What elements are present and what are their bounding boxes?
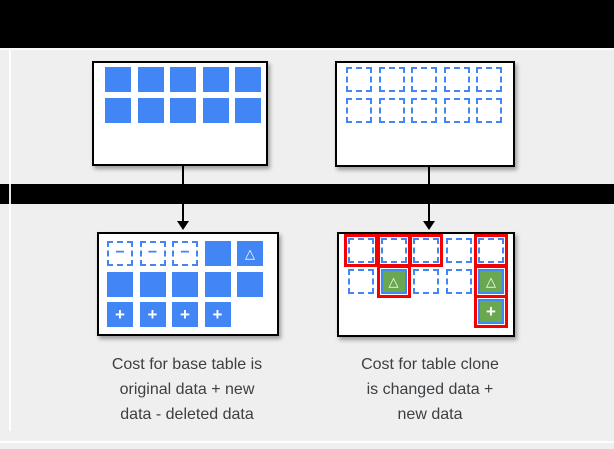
solid-data-block: +: [139, 302, 166, 327]
dashed-data-block: [378, 97, 405, 123]
green-data-block: +: [474, 295, 508, 328]
dashed-data-block: [344, 234, 378, 267]
plus-icon: +: [212, 305, 223, 324]
arrow-line: [182, 166, 184, 223]
dashed-data-block: [413, 268, 439, 294]
dashed-data-block: [476, 97, 502, 123]
frame-line-left: [9, 50, 11, 431]
dashed-data-block: [411, 97, 437, 123]
frame-line-bottom: [0, 441, 614, 443]
solid-data-block: [137, 67, 164, 92]
dashed-data-block: [376, 234, 411, 267]
base-table-after-box: − − − △ + + + +: [97, 232, 279, 336]
top-redaction-bar: [0, 0, 614, 48]
dashed-data-block: −: [172, 241, 198, 266]
minus-icon: −: [147, 243, 158, 261]
dashed-data-block: [476, 67, 502, 92]
solid-data-block: [202, 67, 229, 92]
arrow-line: [428, 166, 430, 223]
delta-icon: △: [388, 273, 399, 289]
minus-icon: −: [180, 243, 190, 261]
dashed-data-block: [409, 234, 443, 267]
green-data-block: △: [474, 264, 508, 298]
base-table-cost-caption: Cost for base table is original data + n…: [111, 356, 263, 423]
frame-line-top: [0, 48, 614, 50]
table-clone-after-grid: △ △ +: [344, 234, 508, 328]
table-clone-down-arrow-icon: [423, 166, 435, 230]
dashed-data-block: [443, 97, 470, 123]
arrow-head: [177, 221, 189, 230]
solid-data-block: [170, 97, 196, 123]
solid-data-block: [105, 97, 131, 123]
table-clone-after-box: △ △ +: [337, 232, 515, 337]
dashed-data-block: [443, 67, 470, 92]
solid-data-block: △: [237, 241, 263, 266]
minus-icon: −: [115, 243, 125, 261]
dashed-data-block: [445, 238, 472, 263]
table-clone-cost-caption: Cost for table clone is changed data + n…: [361, 356, 499, 423]
solid-data-block: [139, 271, 166, 297]
table-clone-before-grid: [346, 67, 502, 123]
plus-icon: +: [180, 305, 190, 324]
dashed-data-block: [378, 67, 405, 92]
solid-data-block: [235, 67, 261, 92]
delta-icon: △: [245, 246, 255, 261]
dashed-data-block: [346, 97, 372, 123]
base-table-before-grid: [105, 67, 261, 123]
table-clone-before-box: [335, 61, 515, 167]
solid-data-block: +: [172, 302, 198, 327]
solid-data-block: [170, 67, 196, 92]
dashed-data-block: [346, 67, 372, 92]
solid-data-block: +: [107, 302, 133, 327]
solid-data-block: [202, 97, 229, 123]
plus-icon: +: [147, 305, 158, 324]
solid-data-block: [237, 271, 263, 297]
base-table-down-arrow-icon: [177, 166, 189, 230]
solid-data-block: +: [204, 302, 231, 327]
solid-data-block: [235, 97, 261, 123]
base-table-after-grid: − − − △ + + + +: [107, 241, 263, 327]
arrow-head: [423, 221, 435, 230]
solid-data-block: [172, 271, 198, 297]
solid-data-block: [137, 97, 164, 123]
dashed-data-block: −: [107, 241, 133, 266]
plus-icon: +: [486, 302, 496, 321]
middle-redaction-bar: [0, 184, 614, 204]
plus-icon: +: [115, 305, 125, 324]
dashed-data-block: [474, 234, 508, 267]
solid-data-block: [204, 241, 231, 266]
dashed-data-block: [445, 268, 472, 294]
green-data-block: △: [376, 264, 411, 298]
dashed-data-block: [348, 268, 374, 294]
dashed-data-block: [411, 67, 437, 92]
solid-data-block: [105, 67, 131, 92]
delta-icon: △: [486, 273, 496, 289]
solid-data-block: [204, 271, 231, 297]
dashed-data-block: −: [139, 241, 166, 266]
base-table-before-box: [92, 61, 268, 166]
solid-data-block: [107, 271, 133, 297]
